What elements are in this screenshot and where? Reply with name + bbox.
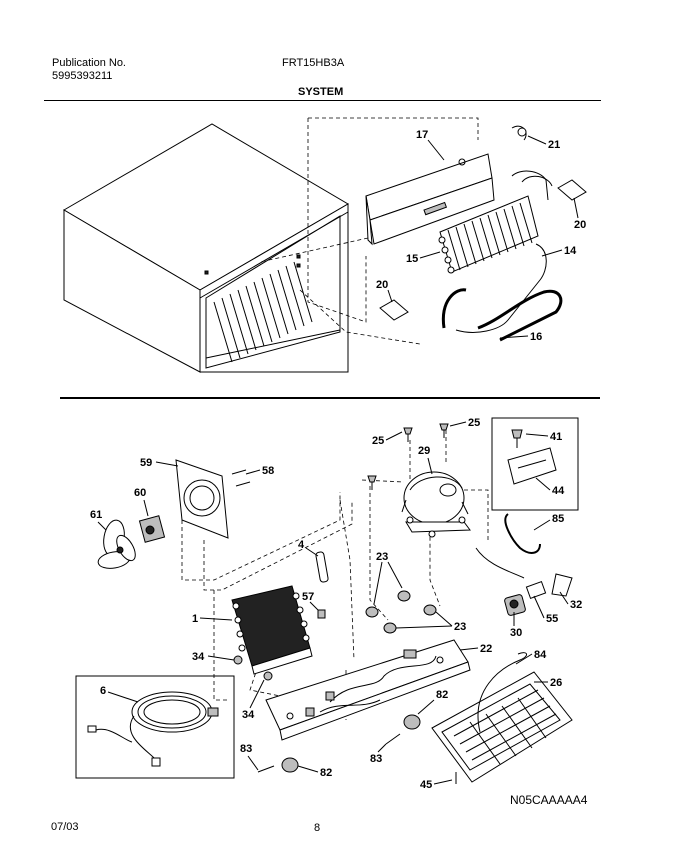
relay-cover xyxy=(551,573,573,597)
callout-15: 15 xyxy=(406,253,418,265)
evaporator-cover xyxy=(365,153,495,246)
callout-84: 84 xyxy=(534,649,547,661)
overload-protector xyxy=(525,580,547,600)
callout-23-upper: 23 xyxy=(376,551,388,563)
drain-pan xyxy=(431,652,573,783)
publication-number: 5995393211 xyxy=(52,70,113,82)
page-number: 8 xyxy=(314,822,321,834)
mount-pin-lower xyxy=(257,765,275,773)
model-number: FRT15HB3A xyxy=(282,57,345,69)
lower-callouts: 25 25 29 41 44 59 58 60 61 4 85 23 57 1 … xyxy=(90,417,582,791)
callout-25-left: 25 xyxy=(372,435,384,447)
upper-guide-lines xyxy=(259,117,479,345)
fan-motor xyxy=(138,515,166,543)
compressor-screws xyxy=(367,423,449,490)
callout-20-lower: 20 xyxy=(376,279,388,291)
mount-grommet-lower xyxy=(281,757,299,773)
condenser xyxy=(231,585,313,675)
callout-57: 57 xyxy=(302,591,314,603)
callout-55: 55 xyxy=(546,613,558,625)
callout-83-left: 83 xyxy=(240,743,252,755)
callout-58: 58 xyxy=(262,465,274,477)
callout-60: 60 xyxy=(134,487,146,499)
callout-85: 85 xyxy=(552,513,564,525)
section-divider xyxy=(60,397,600,399)
evaporator-coil xyxy=(438,170,553,274)
inset-bracket xyxy=(491,417,579,511)
tube-connector xyxy=(511,125,527,141)
condenser-clip xyxy=(317,609,326,619)
callout-44: 44 xyxy=(552,485,565,497)
base-pan xyxy=(265,639,471,741)
thermal-pad-lower xyxy=(379,299,409,321)
callout-14: 14 xyxy=(564,245,577,257)
power-cord-inset xyxy=(75,675,235,779)
callout-25-right: 25 xyxy=(468,417,480,429)
drain-heater xyxy=(477,289,563,342)
mount-grommet-upper xyxy=(403,714,421,730)
callout-82-lower: 82 xyxy=(320,767,332,779)
image-code: N05CAAAAA4 xyxy=(510,793,588,807)
callout-20-upper: 20 xyxy=(574,219,586,231)
header-rule xyxy=(44,100,601,101)
publication-label: Publication No. xyxy=(52,57,126,69)
callout-82-upper: 82 xyxy=(436,689,448,701)
mount-pin-upper xyxy=(385,733,401,745)
shroud-screws xyxy=(231,469,251,487)
grommet-bottom xyxy=(263,671,273,681)
callout-59: 59 xyxy=(140,457,152,469)
freezer-fins xyxy=(213,261,313,363)
relay xyxy=(504,594,526,616)
callout-45: 45 xyxy=(420,779,432,791)
suction-line xyxy=(504,513,541,554)
callout-61: 61 xyxy=(90,509,102,521)
refrigerator-cabinet xyxy=(63,123,349,373)
filter-dryer xyxy=(315,551,329,583)
section-title: SYSTEM xyxy=(298,86,344,98)
callout-23-lower: 23 xyxy=(454,621,466,633)
fan-blade xyxy=(97,519,136,569)
callout-17: 17 xyxy=(416,129,428,141)
callout-34-left: 34 xyxy=(192,651,205,663)
callout-6: 6 xyxy=(100,685,106,697)
callout-32: 32 xyxy=(570,599,582,611)
callout-30: 30 xyxy=(510,627,522,639)
defrost-heater xyxy=(441,288,467,329)
callout-83-right: 83 xyxy=(370,753,382,765)
compressor xyxy=(401,471,471,538)
callout-26: 26 xyxy=(550,677,562,689)
callout-34-bottom: 34 xyxy=(242,709,255,721)
callout-41: 41 xyxy=(550,431,562,443)
footer-date: 07/03 xyxy=(51,821,79,833)
fan-shroud xyxy=(175,459,229,539)
upper-callouts: 17 21 20 15 14 20 16 xyxy=(376,129,586,343)
thermal-pad-upper xyxy=(557,179,587,201)
callout-29: 29 xyxy=(418,445,430,457)
callout-21: 21 xyxy=(548,139,560,151)
grommet-left xyxy=(233,655,243,665)
callout-4: 4 xyxy=(298,539,305,551)
callout-16: 16 xyxy=(530,331,542,343)
callout-1: 1 xyxy=(192,613,198,625)
callout-22: 22 xyxy=(480,643,492,655)
